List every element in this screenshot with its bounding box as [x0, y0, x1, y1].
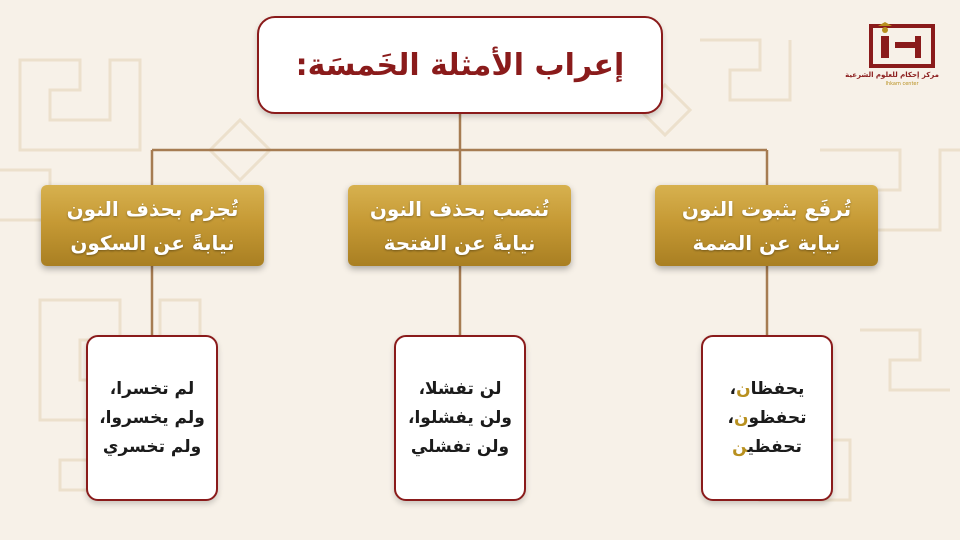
- highlighted-noon: ن: [732, 436, 748, 457]
- category-rule: تُجزم بحذف النون: [66, 196, 239, 221]
- category-substitute: نيابة عن الضمة: [692, 230, 841, 255]
- examples-box-jazm: لم تخسرا، ولم يخسروا، ولم تخسري: [86, 335, 218, 501]
- examples-box-nasb: لن تفشلا، ولن يفشلوا، ولن تفشلي: [394, 335, 526, 501]
- example-line: لم تخسرا،: [109, 378, 195, 399]
- title-box: إعراب الأمثلة الخَمسَة:: [257, 16, 663, 114]
- category-substitute: نيابةً عن السكون: [70, 230, 235, 255]
- ihkam-logo-icon: [869, 22, 935, 68]
- example-line: يحفظان،: [729, 378, 805, 399]
- category-rule: تُنصب بحذف النون: [369, 196, 550, 221]
- examples-box-raf: يحفظان، تحفظون، تحفظين: [701, 335, 833, 501]
- example-line: لن تفشلا،: [418, 378, 502, 399]
- example-line: تحفظين: [732, 436, 802, 457]
- category-substitute: نيابةً عن الفتحة: [383, 230, 536, 255]
- highlighted-noon: ن: [736, 378, 751, 399]
- example-line: ولن يفشلوا،: [408, 407, 512, 428]
- category-box-raf: تُرفَع بثبوت النون نيابة عن الضمة: [655, 185, 878, 266]
- logo-subtitle-en: Ihkam center: [885, 81, 919, 87]
- category-box-nasb: تُنصب بحذف النون نيابةً عن الفتحة: [348, 185, 571, 266]
- logo-subtitle-ar: مركز إحكام للعلوم الشرعية: [845, 71, 939, 79]
- example-line: ولم يخسروا،: [99, 407, 205, 428]
- category-box-jazm: تُجزم بحذف النون نيابةً عن السكون: [41, 185, 264, 266]
- brand-logo: مركز إحكام للعلوم الشرعية Ihkam center: [845, 22, 939, 92]
- category-rule: تُرفَع بثبوت النون: [681, 196, 852, 221]
- example-line: ولم تخسري: [102, 436, 202, 457]
- example-line: تحفظون،: [727, 407, 807, 428]
- diagram-title: إعراب الأمثلة الخَمسَة:: [295, 47, 625, 83]
- example-line: ولن تفشلي: [410, 436, 510, 457]
- highlighted-noon: ن: [733, 407, 749, 428]
